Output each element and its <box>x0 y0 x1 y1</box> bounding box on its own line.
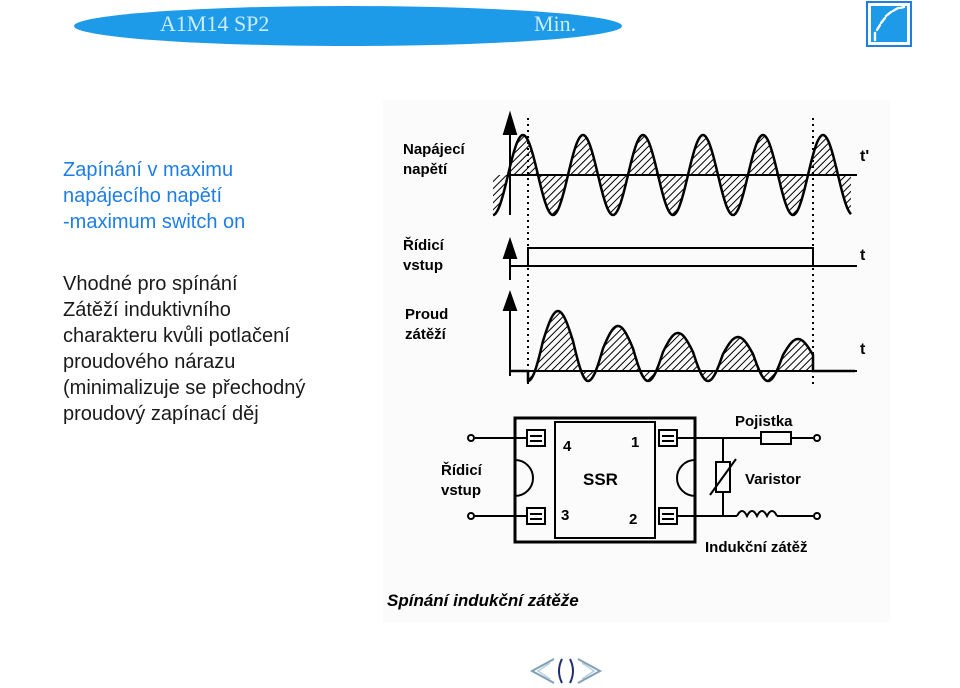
load-current-fill <box>510 311 855 381</box>
title-banner <box>74 6 622 46</box>
control-axis-arrow <box>502 236 518 259</box>
slide-body: Vhodné pro spínání Zátěží induktivního c… <box>63 271 383 427</box>
control-label: vstup <box>403 257 443 274</box>
load-terminal <box>813 512 821 520</box>
control-input-label: vstup <box>441 482 481 499</box>
body-line: proudový zapínací děj <box>63 403 259 425</box>
body-line: charakteru kvůli potlačení <box>63 325 290 347</box>
bracket-icon <box>558 658 574 684</box>
inductor-icon <box>736 510 778 519</box>
control-label: Řídicí <box>403 236 445 254</box>
fuse-label: Pojistka <box>735 413 793 430</box>
varistor-label: Varistor <box>745 471 801 488</box>
body-line: Zátěží induktivního <box>63 299 231 321</box>
pin-label: 2 <box>629 511 637 528</box>
load-current-waveform <box>510 309 855 383</box>
load-label: Indukční zátěž <box>705 539 808 556</box>
supply-label: Napájecí <box>403 141 466 158</box>
time-label: t' <box>860 148 869 165</box>
body-line: proudového nárazu <box>63 351 236 373</box>
course-title: A1M14 SP2 <box>160 11 270 36</box>
slide-heading: Zapínání v maximu napájecího napětí -max… <box>63 157 383 235</box>
supply-label: napětí <box>403 161 448 178</box>
ssr-inductive-load-diagram: Napájecí napětí Řídicí vstup Proud zátěž… <box>383 100 890 622</box>
pin-label: 3 <box>561 507 569 524</box>
body-line: (minimalizuje se přechodný <box>63 377 306 399</box>
control-terminal <box>467 512 475 520</box>
control-pulse <box>510 247 814 267</box>
time-label: t <box>860 341 866 358</box>
time-label: t <box>860 247 866 264</box>
load-terminal <box>813 434 821 442</box>
slide-navigation <box>529 658 603 684</box>
heading-line: -maximum switch on <box>63 211 246 233</box>
heading-line: napájecího napětí <box>63 185 223 207</box>
current-axis-arrow <box>502 289 518 311</box>
university-logo-icon <box>866 1 912 47</box>
load-current-line <box>510 309 855 383</box>
prev-slide-icon[interactable] <box>529 658 555 684</box>
banner-right-label: Min. <box>534 11 577 36</box>
next-slide-icon[interactable] <box>577 658 603 684</box>
supply-voltage-line <box>492 133 852 217</box>
ssr-label: SSR <box>583 470 618 489</box>
current-label: Proud <box>405 306 448 323</box>
pin-label: 4 <box>563 438 572 455</box>
current-label: zátěží <box>405 326 447 343</box>
pin-label: 1 <box>631 434 639 451</box>
diagram-caption: Spínání indukční zátěže <box>387 591 579 610</box>
heading-line: Zapínání v maximu <box>63 159 234 181</box>
supply-axis-arrow <box>502 110 518 135</box>
body-line: Vhodné pro spínání <box>63 273 238 295</box>
control-terminal <box>467 434 475 442</box>
control-input-label: Řídicí <box>441 461 483 479</box>
